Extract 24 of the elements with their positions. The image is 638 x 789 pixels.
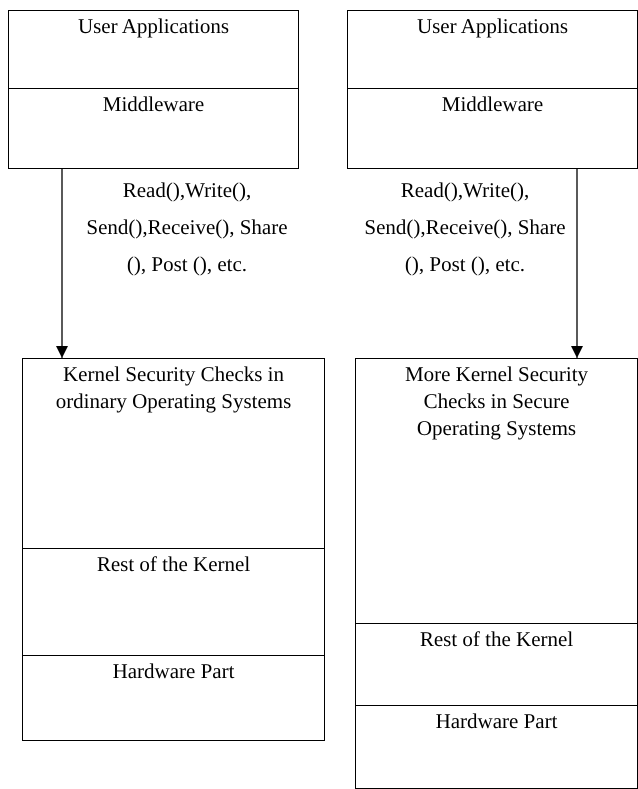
layer-box [355, 358, 638, 624]
layer-label: Kernel Security Checks in ordinary Operating Systems [54, 361, 292, 415]
layer-label: More Kernel Security Checks in Secure Operating Systems [404, 361, 590, 442]
layer-box [355, 705, 638, 789]
layer-label: Hardware Part [112, 658, 236, 685]
layer-box [355, 623, 638, 706]
layer-box [8, 10, 299, 89]
layer-box [347, 10, 638, 89]
function-list: Read(),Write(), Send(),Receive(), Share (), Post (), etc. [360, 172, 570, 283]
layer-box [8, 88, 299, 169]
layer-label: Rest of the Kernel [96, 551, 252, 578]
layer-label: User Applications [76, 13, 230, 40]
layer-box [22, 358, 325, 549]
layer-label: Middleware [102, 91, 206, 118]
arrow [571, 169, 583, 358]
layer-label: Middleware [440, 91, 544, 118]
arrow [56, 169, 68, 358]
layer-box [22, 655, 325, 741]
function-list: Read(),Write(), Send(),Receive(), Share (), Post (), etc. [82, 172, 292, 283]
layer-label: Rest of the Kernel [418, 626, 574, 653]
layer-box [347, 88, 638, 169]
layer-label: User Applications [416, 13, 570, 40]
layer-box [22, 548, 325, 656]
layer-label: Hardware Part [434, 708, 558, 735]
